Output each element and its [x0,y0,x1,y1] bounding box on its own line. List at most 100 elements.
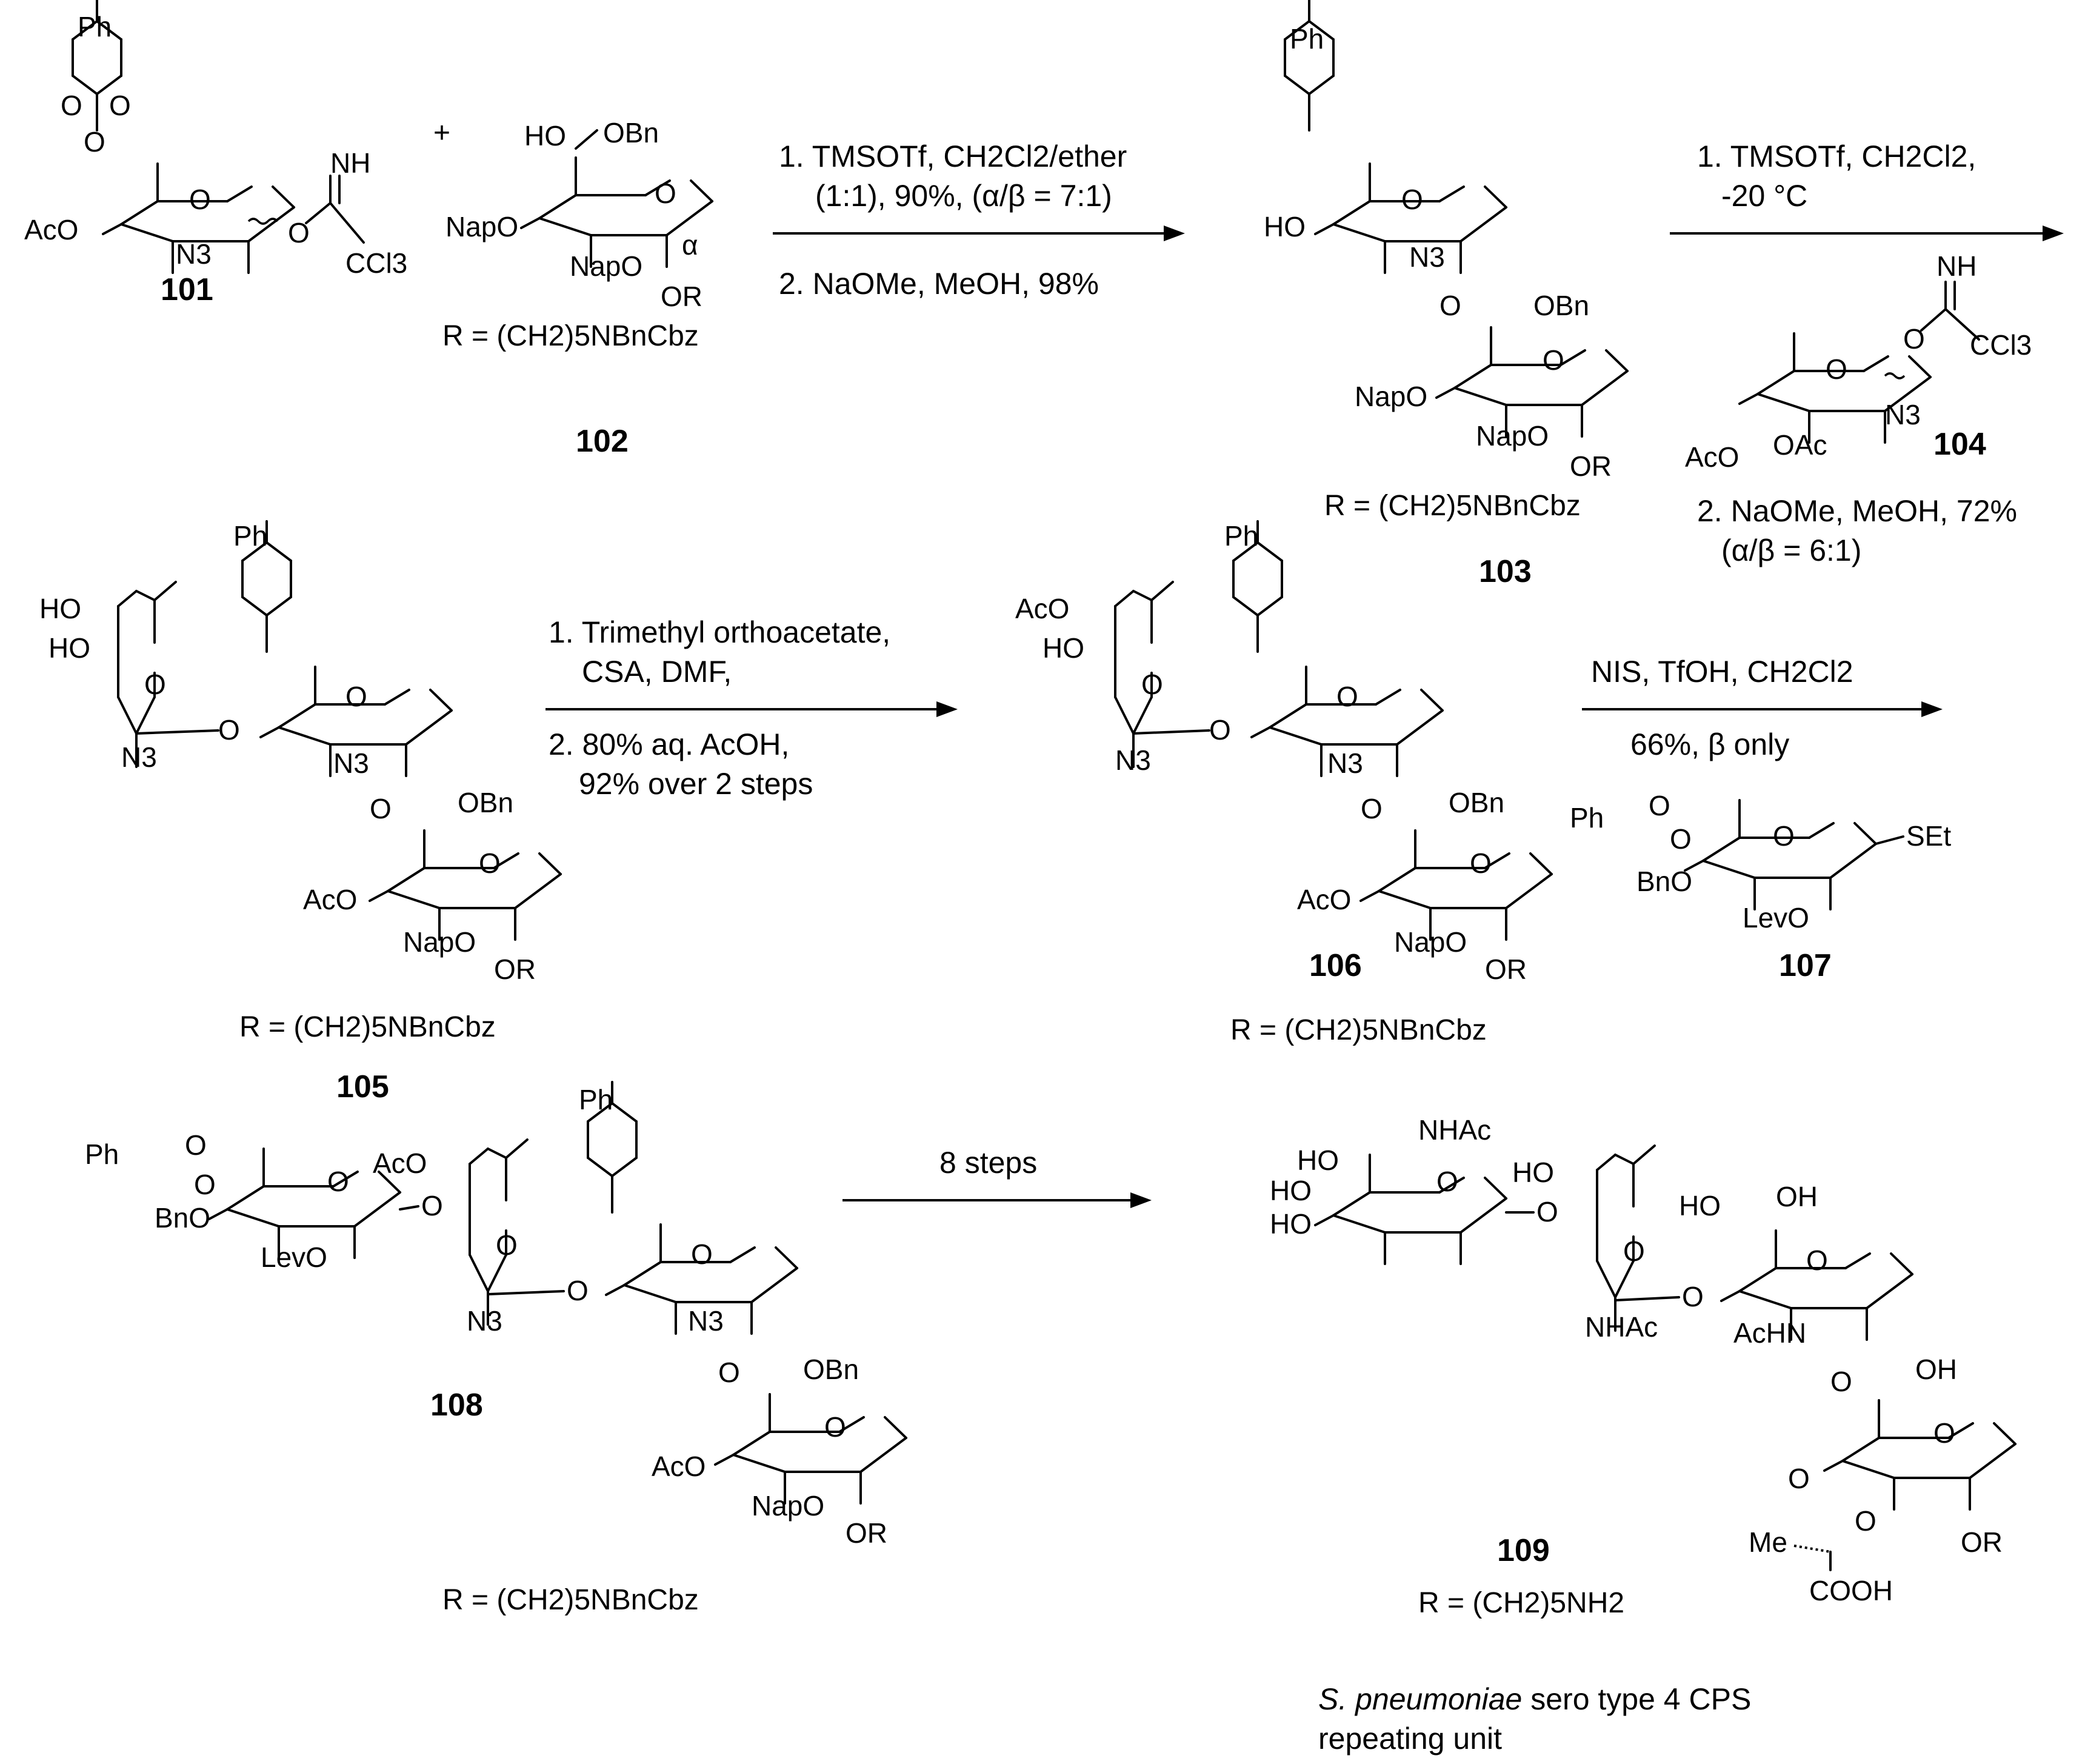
acetoxy-label: OAc [1773,429,1827,461]
ring-oxygen-label: O [345,681,367,712]
ring-oxygen-label: O [1401,184,1423,215]
imine-label: NH [1937,250,1977,282]
benzyloxy-label: BnO [155,1202,210,1234]
naphthylmethoxy-label: NapO [1476,420,1549,452]
step-2-line-1: 1. TMSOTf, CH2Cl2, [1697,139,1976,173]
imine-label: NH [330,147,370,179]
acetoxy-label: AcO [303,884,357,915]
glycosidic-oxygen-label: O [567,1275,589,1306]
glycosidic-oxygen-label: O [370,793,392,824]
step-3-line-3: 2. 80% aq. AcOH, [549,727,789,761]
ring-oxygen-label: O [1543,344,1564,376]
step-5-conditions: 8 steps [842,1146,1152,1208]
hydroxyl-label: HO [1270,1175,1312,1206]
alkoxy-label: OR [494,954,536,985]
carboxylic-acid-label: COOH [1809,1575,1893,1606]
naphthylmethoxy-label: NapO [570,250,642,282]
step-5-line-1: 8 steps [939,1146,1037,1180]
step-4-conditions: NIS, TfOH, CH2Cl2 66%, β only Ph O O O S… [1570,655,1951,983]
step-1-conditions: 1. TMSOTf, CH2Cl2/ether (1:1), 90%, (α/β… [773,139,1185,301]
compound-109-label: 109 [1497,1533,1550,1568]
step-1-line-3: 2. NaOMe, MeOH, 98% [779,267,1099,301]
compound-105-structure: HO HO O N3 O Ph O N3 O OBn O AcO NapO OR… [39,520,562,1104]
azide-label: N3 [121,741,157,773]
compound-102-r-definition: R = (CH2)5NBnCbz [442,320,699,352]
ring-oxygen-label: O [479,847,501,879]
alpha-label: α [682,229,698,261]
azide-label: N3 [1409,241,1445,273]
trichloromethyl-label: CCl3 [345,247,407,279]
acetamido-label: NHAc [1418,1114,1491,1146]
step-3-line-1: 1. Trimethyl orthoacetate, [549,615,890,649]
hydroxyl-label: HO [1297,1144,1339,1176]
glycosidic-oxygen-label: O [1439,290,1461,321]
pyruvate-oxygen-label: O [1788,1463,1810,1494]
compound-104-structure: O O NH CCl3 N3 AcO OAc 104 [1685,250,2032,473]
ring-oxygen-label: O [1623,1235,1645,1267]
ring-oxygen-label: O [189,184,211,215]
step-2-conditions: 1. TMSOTf, CH2Cl2, -20 °C O O NH CCl3 N3… [1670,139,2064,567]
compound-101-structure: Ph O O O AcO O N3 O NH CCl3 101 [24,0,407,307]
naphthylmethoxy-label: NapO [403,926,476,958]
pyruvate-oxygen-label: O [1855,1505,1876,1537]
acetamido-label: NHAc [1585,1311,1658,1343]
acetoxy-label: AcO [1015,593,1069,624]
compound-102-structure: HO OBn O NapO NapO α OR R = (CH2)5NBnCbz… [442,117,713,459]
ring-oxygen-label: O [1933,1417,1955,1449]
step-1-line-1: 1. TMSOTf, CH2Cl2/ether [779,139,1127,173]
hydroxyl-label: OH [1776,1181,1818,1212]
compound-109-structure: NHAc HO HO HO O O HO O NHAc O HO OH O Ac… [1270,1114,2017,1619]
benzyloxy-label: OBn [458,787,513,818]
glycosidic-oxygen-label: O [1903,323,1925,355]
step-4-line-2: 66%, β only [1630,727,1789,761]
hydroxyl-label: HO [1512,1157,1554,1188]
glycosidic-oxygen-label: O [421,1190,443,1221]
compound-103-label: 103 [1479,554,1532,589]
compound-102-label: 102 [576,424,629,459]
acetoxy-label: AcO [1297,884,1351,915]
compound-108-label: 108 [430,1388,483,1423]
thioethyl-label: SEt [1906,820,1951,852]
hydroxyl-label: OH [1915,1354,1957,1385]
hydroxyl-label: HO [1042,632,1084,664]
ring-oxygen-label: O [1806,1244,1828,1276]
alkoxy-label: OR [846,1517,887,1549]
compound-106-r-definition: R = (CH2)5NBnCbz [1230,1014,1487,1046]
hydroxyl-label: HO [39,593,81,624]
compound-109-r-definition: R = (CH2)5NH2 [1418,1587,1624,1619]
step-3-line-4: 92% over 2 steps [579,767,813,801]
oxygen-label: O [1670,823,1692,855]
benzyloxy-label: OBn [1533,290,1589,321]
azide-label: N3 [176,238,212,270]
phenyl-label: Ph [78,11,112,42]
ring-oxygen-label: O [496,1229,518,1261]
trichloromethyl-label: CCl3 [1970,329,2032,361]
hydroxyl-label: HO [1679,1190,1721,1221]
glycosidic-oxygen-label: O [718,1357,740,1388]
ring-oxygen-label: O [824,1411,846,1443]
oxygen-label: O [194,1169,216,1200]
phenyl-label: Ph [1224,520,1258,552]
alkoxy-label: OR [661,281,702,312]
acetoxy-label: AcO [652,1451,706,1482]
glycosidic-oxygen-label: O [1361,793,1383,824]
compound-107-label: 107 [1779,948,1832,983]
oxygen-label: O [84,126,105,158]
compound-103-structure: Ph HO O N3 O OBn O NapO NapO OR R = (CH2… [1264,0,1629,589]
ring-oxygen-label: O [1773,820,1795,852]
alkoxy-label: OR [1570,450,1612,482]
target-caption: S. pneumoniae sero type 4 CPS repeating … [1318,1682,1751,1756]
arrowhead [2043,226,2064,241]
compound-108-r-definition: R = (CH2)5NBnCbz [442,1584,699,1616]
acetoxy-label: AcO [1685,441,1739,473]
ring-oxygen-label: O [1470,847,1492,879]
phenyl-label: Ph [85,1138,119,1170]
step-4-line-1: NIS, TfOH, CH2Cl2 [1591,655,1853,689]
compound-104-label: 104 [1933,427,1986,462]
ring-oxygen-label: O [691,1238,713,1270]
arrowhead [1130,1192,1152,1208]
benzyloxy-label: OBn [1449,787,1504,818]
azide-label: N3 [1115,744,1151,776]
ring-oxygen-label: O [1826,353,1847,385]
